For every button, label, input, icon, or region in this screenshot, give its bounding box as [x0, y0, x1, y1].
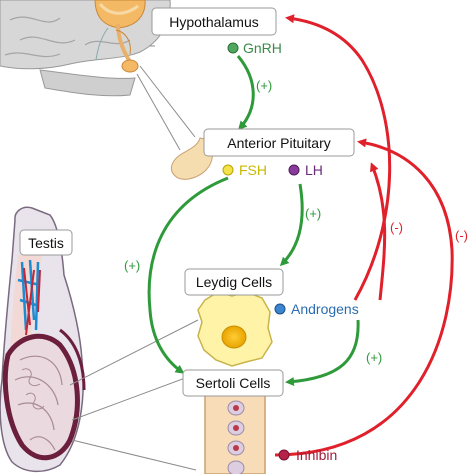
testis-illustration	[0, 206, 86, 473]
arrow-lh-to-leydig	[279, 183, 304, 267]
fsh-label: FSH	[239, 162, 267, 178]
arrow-fsh-to-sertoli	[147, 176, 229, 374]
sign-gnrh-to-pituitary: (+)	[256, 78, 272, 93]
gnrh-marker: GnRH	[227, 40, 282, 56]
sign-fsh-to-sertoli: (+)	[124, 258, 140, 273]
lh-dot	[288, 164, 300, 176]
anterior-pituitary-label: Anterior Pituitary	[227, 135, 330, 151]
leydig-label: Leydig Cells	[196, 274, 272, 290]
androgens-label: Androgens	[291, 301, 359, 317]
gnrh-label: GnRH	[243, 40, 282, 56]
gnrh-dot	[227, 42, 239, 54]
sign-androgens-to-pituitary: (-)	[390, 220, 403, 235]
arrow-androgens-to-sertoli	[285, 319, 360, 387]
sign-inhibin-to-pituitary: (-)	[455, 228, 468, 243]
hypothalamus-label: Hypothalamus	[169, 14, 259, 30]
brain-pituitary-connectors	[136, 45, 196, 151]
inhibin-dot	[278, 449, 290, 461]
sign-androgens-to-sertoli: (+)	[366, 350, 382, 365]
sign-lh-to-leydig: (+)	[305, 206, 321, 221]
fsh-dot	[222, 164, 234, 176]
fsh-marker: FSH	[222, 162, 267, 178]
testis-label: Testis	[28, 235, 64, 251]
sertoli-label: Sertoli Cells	[196, 375, 271, 391]
anterior-pituitary-box: Anterior Pituitary	[203, 128, 355, 157]
pituitary-gland-illustration	[171, 137, 214, 180]
leydig-cell-illustration	[197, 291, 273, 367]
arrow-androgens-to-pituitary	[370, 162, 387, 301]
lh-marker: LH	[288, 162, 323, 178]
inhibin-label: Inhibin	[296, 447, 337, 463]
arrow-androgens-to-hypothalamus	[285, 14, 392, 301]
inhibin-marker: Inhibin	[278, 447, 337, 463]
androgens-dot	[274, 303, 286, 315]
lh-label: LH	[305, 162, 323, 178]
testis-box: Testis	[19, 229, 73, 256]
arrow-gnrh-to-pituitary	[236, 55, 255, 131]
arrows	[147, 14, 454, 457]
hypothalamus-box: Hypothalamus	[151, 7, 277, 36]
androgens-marker: Androgens	[274, 301, 359, 317]
leydig-box: Leydig Cells	[184, 268, 284, 296]
brain-illustration	[0, 0, 171, 97]
sertoli-cell-illustration	[204, 391, 266, 474]
arrow-inhibin-to-pituitary	[274, 138, 454, 457]
testis-cell-connectors	[69, 319, 199, 471]
sertoli-box: Sertoli Cells	[182, 369, 284, 397]
